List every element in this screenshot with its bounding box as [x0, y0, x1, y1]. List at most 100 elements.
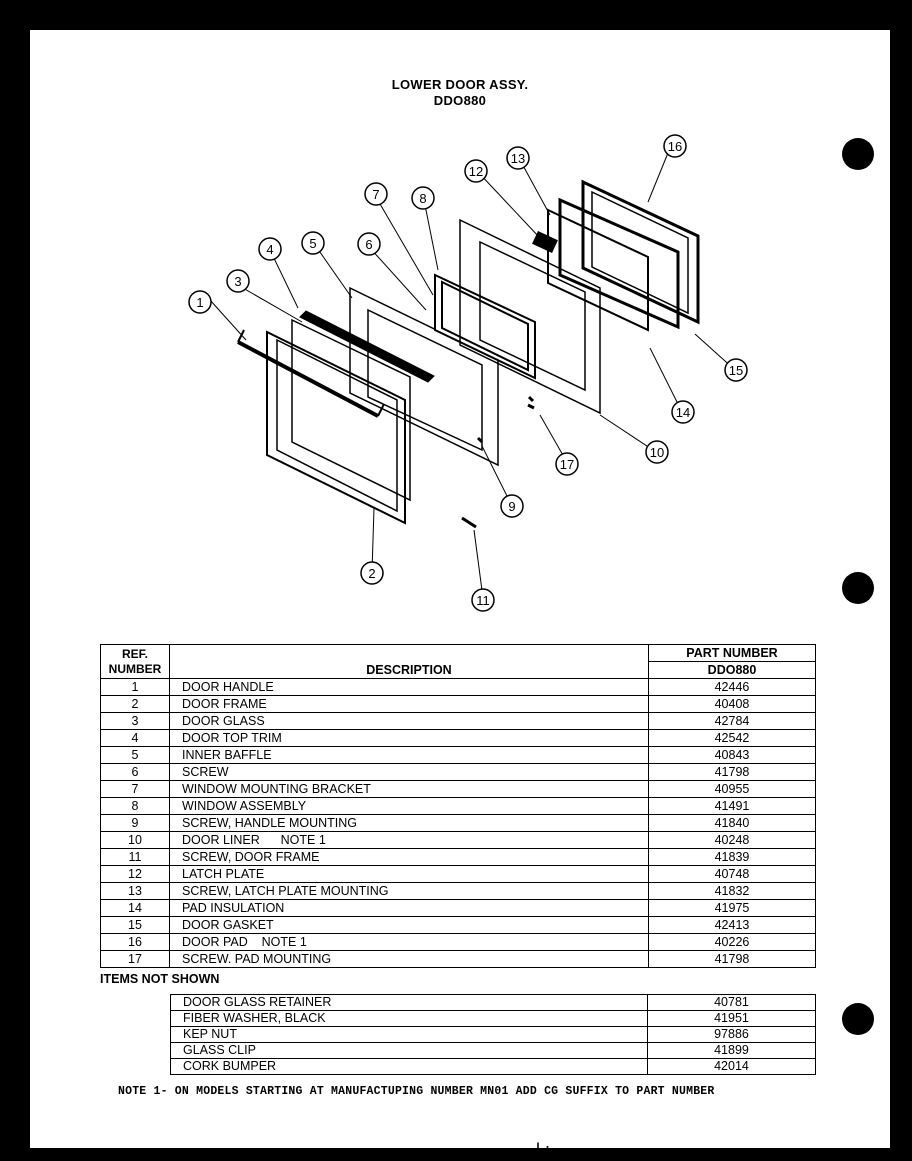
svg-text:1: 1	[196, 295, 203, 310]
description-cell: DOOR FRAME	[169, 695, 649, 713]
callout-7: 7	[364, 182, 388, 206]
svg-text:15: 15	[729, 363, 743, 378]
callout-12: 12	[464, 159, 488, 183]
parts-sheet: LOWER DOOR ASSY. DDO880	[30, 30, 890, 1160]
svg-text:17: 17	[560, 457, 574, 472]
ref-cell: 12	[100, 865, 170, 883]
callout-8: 8	[411, 186, 435, 210]
binder-hole	[842, 572, 874, 604]
svg-text:14: 14	[676, 405, 690, 420]
description-cell: DOOR TOP TRIM	[169, 729, 649, 747]
parts-table: REF. NUMBER DESCRIPTION PART NUMBER DDO8…	[100, 644, 816, 968]
callout-5: 5	[301, 231, 325, 255]
callout-10: 10	[645, 440, 669, 464]
callout-2: 2	[360, 561, 384, 585]
header-description: DESCRIPTION	[169, 644, 649, 679]
ref-cell: 1	[100, 678, 170, 696]
description-cell: CORK BUMPER	[170, 1058, 648, 1075]
description-cell: DOOR GASKET	[169, 916, 649, 934]
svg-text:4: 4	[266, 242, 273, 257]
description-cell: SCREW. PAD MOUNTING	[169, 950, 649, 968]
part-number-cell: 41899	[647, 1042, 816, 1059]
callout-16: 16	[663, 134, 687, 158]
callout-1: 1	[188, 290, 212, 314]
ref-cell: 2	[100, 695, 170, 713]
part-number-cell: 41832	[648, 882, 816, 900]
items-not-shown-label: ITEMS NOT SHOWN	[100, 972, 220, 986]
svg-text:5: 5	[309, 236, 316, 251]
part-number-cell: 41491	[648, 797, 816, 815]
part-number-cell: 40748	[648, 865, 816, 883]
ref-cell: 10	[100, 831, 170, 849]
description-cell: DOOR GLASS RETAINER	[170, 994, 648, 1011]
header-part-number: PART NUMBER	[648, 644, 816, 662]
ref-cell: 14	[100, 899, 170, 917]
description-cell: GLASS CLIP	[170, 1042, 648, 1059]
ref-cell: 7	[100, 780, 170, 798]
description-cell: DOOR PAD NOTE 1	[169, 933, 649, 951]
ref-cell: 11	[100, 848, 170, 866]
ref-cell: 5	[100, 746, 170, 764]
description-cell: DOOR GLASS	[169, 712, 649, 730]
description-cell: DOOR LINER NOTE 1	[169, 831, 649, 849]
description-cell: WINDOW MOUNTING BRACKET	[169, 780, 649, 798]
part-number-cell: 97886	[647, 1026, 816, 1043]
part-number-cell: 41798	[648, 763, 816, 781]
description-cell: SCREW, LATCH PLATE MOUNTING	[169, 882, 649, 900]
part-number-cell: 40226	[648, 933, 816, 951]
svg-text:13: 13	[511, 151, 525, 166]
part-number-cell: 40955	[648, 780, 816, 798]
description-cell: SCREW	[169, 763, 649, 781]
part-number-cell: 42014	[647, 1058, 816, 1075]
callout-9: 9	[500, 494, 524, 518]
part-number-cell: 40248	[648, 831, 816, 849]
svg-text:11: 11	[476, 593, 490, 608]
part-number-cell: 41798	[648, 950, 816, 968]
part-number-cell: 40781	[647, 994, 816, 1011]
callout-14: 14	[671, 400, 695, 424]
ref-cell: 8	[100, 797, 170, 815]
description-cell: DOOR HANDLE	[169, 678, 649, 696]
description-cell: SCREW, HANDLE MOUNTING	[169, 814, 649, 832]
callout-3: 3	[226, 269, 250, 293]
description-cell: SCREW, DOOR FRAME	[169, 848, 649, 866]
ref-cell: 16	[100, 933, 170, 951]
svg-text:9: 9	[508, 499, 515, 514]
part-number-cell: 40843	[648, 746, 816, 764]
part-number-cell: 41840	[648, 814, 816, 832]
ref-cell: 4	[100, 729, 170, 747]
model-title: DDO880	[433, 93, 487, 108]
binder-hole	[842, 1003, 874, 1035]
description-cell: INNER BAFFLE	[169, 746, 649, 764]
part-number-cell: 42446	[648, 678, 816, 696]
door-frame-part	[266, 330, 406, 525]
part-number-cell: 41839	[648, 848, 816, 866]
header-model: DDO880	[648, 661, 816, 679]
part-number-cell: 42413	[648, 916, 816, 934]
header-ref: REF. NUMBER	[100, 644, 170, 679]
ref-cell: 3	[100, 712, 170, 730]
exploded-door-diagram: 1 2 3 4 5 6 7 8 9 10 11 12 13 14 15 16 1…	[188, 134, 748, 612]
ref-cell: 6	[100, 763, 170, 781]
callout-17: 17	[555, 452, 579, 476]
part-number-cell: 42542	[648, 729, 816, 747]
part-number-cell: 42784	[648, 712, 816, 730]
svg-text:3: 3	[234, 274, 241, 289]
